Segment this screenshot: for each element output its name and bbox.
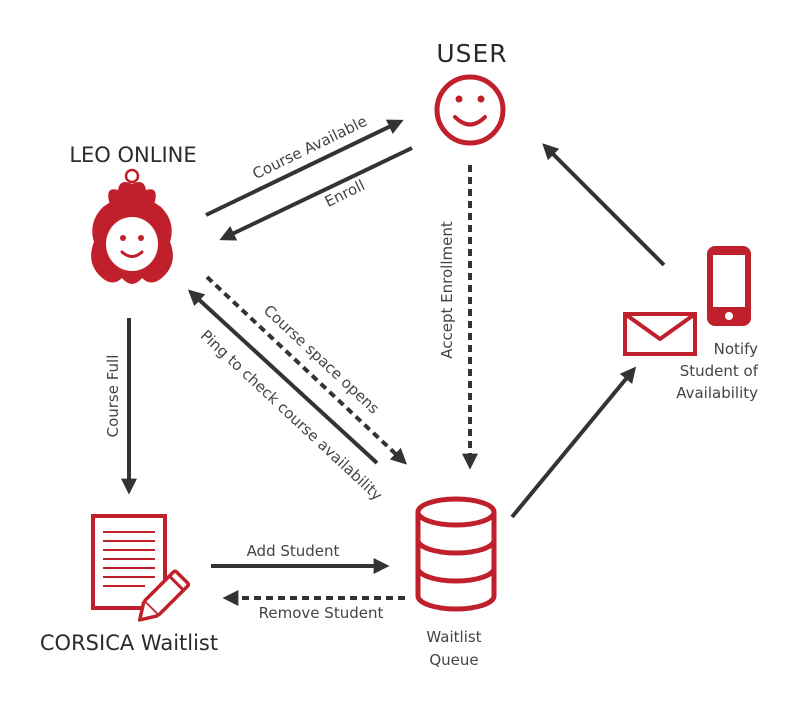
leo-online-title: LEO ONLINE xyxy=(69,143,196,167)
label-remove-student: Remove Student xyxy=(259,604,384,622)
waitlist-queue-line-2: Queue xyxy=(429,651,478,669)
notify-line-1: Notify xyxy=(714,340,758,358)
label-course-available: Course Available xyxy=(250,112,370,183)
notify-line-2: Student of xyxy=(680,362,759,380)
envelope-icon xyxy=(623,312,697,356)
label-course-full: Course Full xyxy=(104,355,122,438)
arrow-course-available xyxy=(205,119,404,217)
label-ping: Ping to check course availability xyxy=(197,326,386,504)
notify-line-3: Availability xyxy=(676,384,758,402)
arrow-ping xyxy=(187,289,379,465)
waitlist-queue-line-1: Waitlist xyxy=(426,628,481,646)
mascot-icon xyxy=(91,168,173,284)
smiley-icon xyxy=(434,74,506,146)
phone-icon xyxy=(707,246,751,326)
user-title: USER xyxy=(436,39,507,68)
label-accept-enrollment: Accept Enrollment xyxy=(438,221,456,359)
arrow-course-space-opens xyxy=(205,275,408,465)
label-add-student: Add Student xyxy=(247,542,340,560)
arrow-queue-to-notify xyxy=(510,366,637,519)
database-icon xyxy=(415,496,497,612)
pencil-icon xyxy=(137,569,191,622)
arrow-notify-to-user xyxy=(542,143,666,267)
arrow-enroll xyxy=(219,146,413,241)
notepad-icon xyxy=(91,514,167,610)
corsica-waitlist-title: CORSICA Waitlist xyxy=(40,631,218,655)
